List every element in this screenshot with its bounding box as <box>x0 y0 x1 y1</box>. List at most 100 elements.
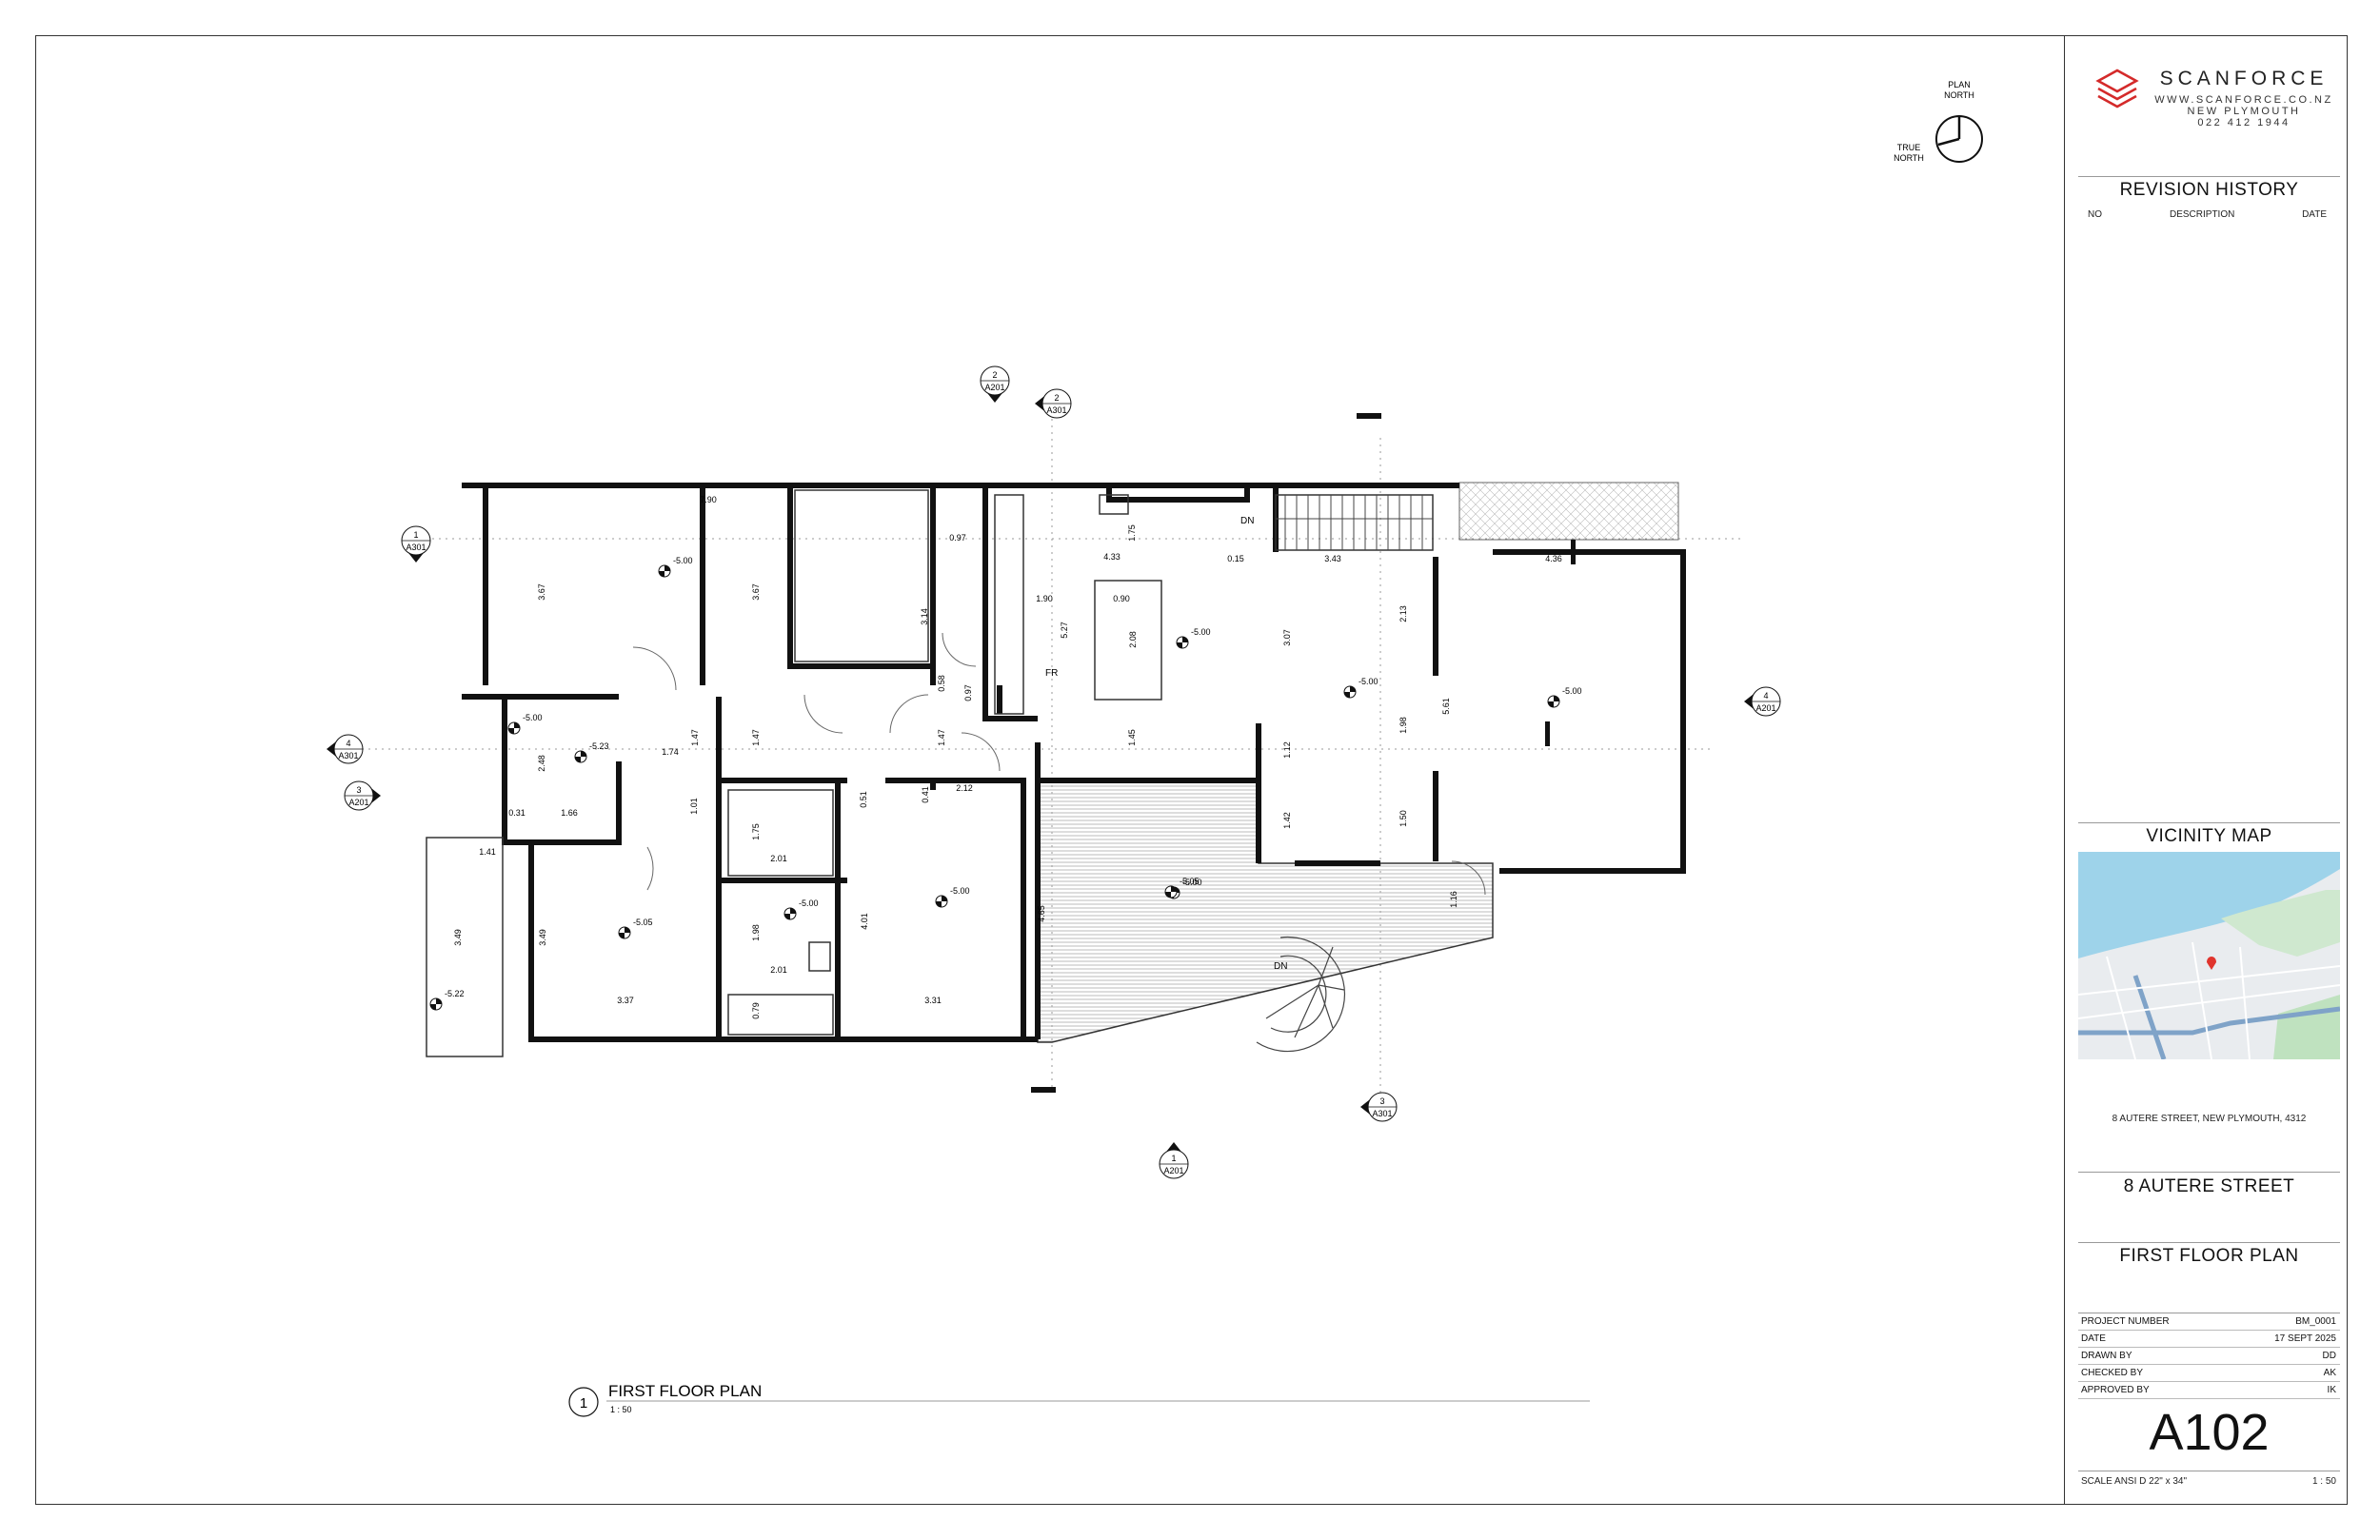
marker-sheet: A301 <box>338 751 358 760</box>
checked-by-key: CHECKED BY <box>2081 1368 2144 1378</box>
level-value: -5.00 <box>523 713 543 722</box>
dimension-label: 3.14 <box>920 608 929 625</box>
dimension-label: 5.61 <box>1441 698 1451 715</box>
dimension-label: 1.47 <box>751 729 761 746</box>
scale-row: SCALE ANSI D 22" x 34" 1 : 50 <box>2078 1476 2340 1490</box>
level-value: -5.22 <box>445 989 465 998</box>
stair-treads <box>1276 495 1433 550</box>
checked-by-row: CHECKED BY AK <box>2078 1365 2340 1382</box>
divider <box>2078 176 2340 177</box>
company-name: SCANFORCE <box>2159 68 2329 89</box>
dimension-label: 1.01 <box>689 798 699 815</box>
level-marker: -5.00 <box>935 886 970 908</box>
dimension-label: 1.90 <box>1036 594 1053 603</box>
date-row: DATE 17 SEPT 2025 <box>2078 1331 2340 1348</box>
marker-number: 4 <box>1763 691 1768 701</box>
scale-label: SCALE ANSI D 22" x 34" <box>2081 1476 2188 1487</box>
level-markers: -5.00-5.00-5.00-5.00-5.00-5.23-5.05-5.00… <box>429 556 1582 1011</box>
dimension-label: 2.01 <box>770 854 787 863</box>
marker-sheet: A201 <box>348 798 368 807</box>
dimension-label: 2.48 <box>537 755 546 772</box>
revision-col-date: DATE <box>2302 209 2327 220</box>
level-marker: -5.00 <box>1343 677 1378 699</box>
dimension-label: 5.27 <box>1060 622 1069 639</box>
dimension-label: 1.50 <box>1398 810 1408 827</box>
level-marker: -5.23 <box>574 741 609 763</box>
dimension-label: 0.31 <box>508 808 526 818</box>
title-block: SCANFORCE WWW.SCANFORCE.CO.NZ NEW PLYMOU… <box>2064 35 2348 1505</box>
revision-table-header: NO DESCRIPTION DATE <box>2078 209 2340 223</box>
fridge-label: FR <box>1045 668 1058 679</box>
dimension-label: 3.49 <box>453 929 463 946</box>
marker-sheet: A201 <box>1755 703 1775 713</box>
dimension-label: 3.67 <box>751 583 761 601</box>
marker-sheet: A201 <box>984 383 1004 392</box>
vicinity-map-title: VICINITY MAP <box>2146 826 2272 846</box>
revision-col-no: NO <box>2088 209 2102 220</box>
dimension-label: 1.42 <box>1282 812 1292 829</box>
marker-sheet: A301 <box>1372 1109 1392 1118</box>
drawn-by-value: DD <box>2322 1351 2336 1361</box>
level-value: -5.05 <box>633 918 653 927</box>
approved-by-value: IK <box>2327 1385 2336 1395</box>
revision-col-description: DESCRIPTION <box>2170 209 2235 220</box>
company-phone: 022 412 1944 <box>2197 117 2291 128</box>
dimension-label: 4.01 <box>860 913 869 930</box>
project-number-key: PROJECT NUMBER <box>2081 1316 2170 1327</box>
vicinity-map-image <box>2078 852 2340 1059</box>
dimension-label: 1.66 <box>561 808 578 818</box>
marker-number: 3 <box>356 785 361 795</box>
level-value: -5.00 <box>799 898 819 908</box>
dimension-label: 7.90 <box>700 495 717 504</box>
level-marker: -5.00 <box>507 713 543 735</box>
level-value: -5.00 <box>1182 878 1202 887</box>
vicinity-map <box>2078 852 2340 1059</box>
dimension-label: 0.97 <box>963 684 973 701</box>
dimension-label: 0.58 <box>937 675 946 692</box>
level-marker: -5.05 <box>1164 877 1200 898</box>
level-value: -5.00 <box>1359 677 1378 686</box>
level-value: -5.00 <box>1191 627 1211 637</box>
section-ticks <box>1031 413 1576 1093</box>
marker-number: 2 <box>992 370 997 380</box>
level-value: -5.00 <box>673 556 693 565</box>
dimension-label: 1.16 <box>1449 891 1458 908</box>
drawn-by-key: DRAWN BY <box>2081 1351 2132 1361</box>
divider <box>2078 1172 2340 1173</box>
dimension-label: 4.65 <box>1037 905 1046 922</box>
dimension-label: 2.08 <box>1128 631 1138 648</box>
company-location: NEW PLYMOUTH <box>2187 106 2301 117</box>
dimension-label: 1.74 <box>662 747 679 757</box>
dimension-label: 0.79 <box>751 1002 761 1019</box>
view-scale: 1 : 50 <box>610 1405 632 1414</box>
date-value: 17 SEPT 2025 <box>2274 1333 2336 1344</box>
dimension-label: 1.41 <box>479 847 496 857</box>
project-number-value: BM_0001 <box>2295 1316 2336 1327</box>
dimension-label: 1.75 <box>751 823 761 840</box>
door-swings <box>632 632 1486 896</box>
drawing-sheet-border <box>35 35 2348 1505</box>
dimension-label: 0.51 <box>859 791 868 808</box>
dimension-label: 4.36 <box>1545 554 1562 563</box>
marker-sheet: A301 <box>1046 405 1066 415</box>
marker-number: 3 <box>1379 1096 1384 1106</box>
revision-history-title: REVISION HISTORY <box>2119 180 2299 200</box>
spiral-stair <box>1256 936 1346 1053</box>
project-number-row: PROJECT NUMBER BM_0001 <box>2078 1313 2340 1331</box>
stair-dn-label: DN <box>1240 516 1254 526</box>
dimension-label: 3.31 <box>924 996 942 1005</box>
divider <box>2078 822 2340 823</box>
company-website: WWW.SCANFORCE.CO.NZ <box>2154 94 2333 106</box>
site-address: 8 AUTERE STREET, NEW PLYMOUTH, 4312 <box>2112 1114 2307 1124</box>
dimension-label: 3.67 <box>537 583 546 601</box>
spiral-dn-label: DN <box>1274 961 1287 972</box>
